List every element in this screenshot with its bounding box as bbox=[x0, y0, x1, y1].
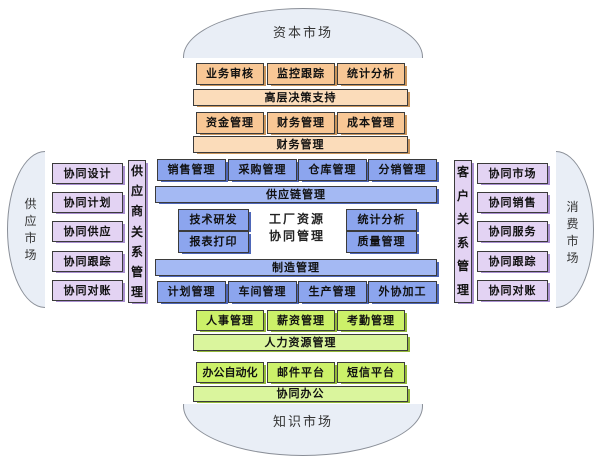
scm-cell: 采购管理 bbox=[228, 159, 297, 181]
consumer-market-ellipse bbox=[556, 150, 600, 310]
core-cell: 质量管理 bbox=[346, 231, 417, 253]
core-cell: 统计分析 bbox=[346, 209, 417, 231]
factory-core-label: 工厂资源 协同管理 bbox=[254, 211, 340, 245]
finance-bar: 财务管理 bbox=[193, 136, 408, 153]
knowledge-market-ellipse bbox=[0, 404, 600, 457]
hr-cell: 考勤管理 bbox=[337, 310, 405, 331]
finance-cell: 资金管理 bbox=[196, 112, 264, 134]
customer-collab-cell: 协同销售 bbox=[477, 192, 548, 213]
manufacturing-bar: 制造管理 bbox=[155, 259, 437, 276]
mfg-cell: 生产管理 bbox=[298, 281, 367, 303]
scm-cell: 销售管理 bbox=[157, 159, 226, 181]
supplier-collab-cell: 协同对账 bbox=[52, 280, 123, 301]
decision-cell: 业务审核 bbox=[196, 63, 264, 85]
supply-chain-bar: 供应链管理 bbox=[155, 186, 437, 203]
decision-cell: 监控跟踪 bbox=[267, 63, 335, 85]
mfg-cell: 计划管理 bbox=[157, 281, 226, 303]
scm-cell: 仓库管理 bbox=[298, 159, 367, 181]
office-cell: 邮件平台 bbox=[267, 362, 335, 383]
customer-collab-cell: 协同跟踪 bbox=[477, 251, 548, 272]
crm-vertical-bar: 客户关系管理 bbox=[454, 160, 472, 303]
mfg-cell: 车间管理 bbox=[228, 281, 297, 303]
core-cell: 报表打印 bbox=[178, 231, 249, 253]
hr-cell: 薪资管理 bbox=[267, 310, 335, 331]
decision-support-bar: 高层决策支持 bbox=[193, 89, 408, 106]
srm-vertical-bar: 供应商关系管理 bbox=[128, 160, 146, 303]
factory-core-line2: 协同管理 bbox=[268, 229, 325, 243]
supplier-collab-cell: 协同计划 bbox=[52, 192, 123, 213]
customer-collab-cell: 协同服务 bbox=[477, 221, 548, 242]
customer-collab-cell: 协同对账 bbox=[477, 280, 548, 301]
supplier-collab-cell: 协同供应 bbox=[52, 221, 123, 242]
supplier-collab-cell: 协同跟踪 bbox=[52, 251, 123, 272]
hr-cell: 人事管理 bbox=[196, 310, 264, 331]
consumer-market-label: 消费市场 bbox=[566, 200, 579, 265]
supply-market-ellipse bbox=[0, 150, 45, 310]
supplier-collab-cell: 协同设计 bbox=[52, 163, 123, 184]
capital-market-ellipse bbox=[0, 0, 600, 58]
capital-market-label: 资本市场 bbox=[272, 26, 333, 41]
core-cell: 技术研发 bbox=[178, 209, 249, 231]
hr-bar: 人力资源管理 bbox=[193, 334, 408, 351]
knowledge-market-label: 知识市场 bbox=[272, 415, 333, 430]
office-cell: 办公自动化 bbox=[196, 362, 264, 383]
supply-market-label: 供应市场 bbox=[24, 197, 37, 262]
finance-cell: 成本管理 bbox=[337, 112, 405, 134]
scm-cell: 分销管理 bbox=[368, 159, 437, 181]
mfg-cell: 外协加工 bbox=[368, 281, 437, 303]
office-cell: 短信平台 bbox=[337, 362, 405, 383]
decision-cell: 统计分析 bbox=[337, 63, 405, 85]
office-bar: 协同办公 bbox=[193, 386, 408, 402]
finance-cell: 财务管理 bbox=[267, 112, 335, 134]
factory-core-line1: 工厂资源 bbox=[268, 212, 325, 226]
customer-collab-cell: 协同市场 bbox=[477, 163, 548, 184]
